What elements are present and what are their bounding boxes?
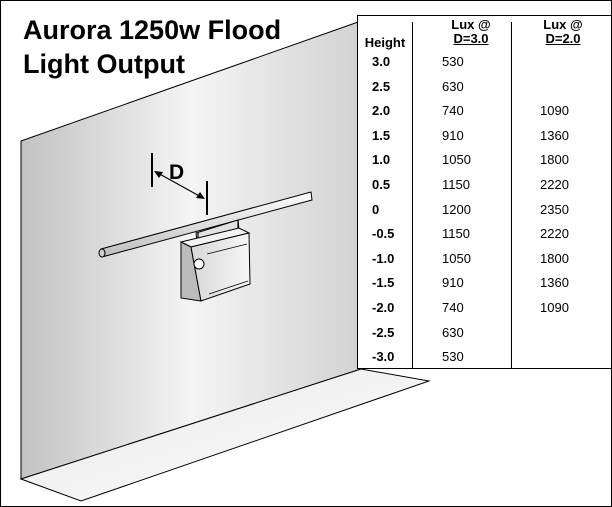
row-height: 3.0	[372, 54, 391, 69]
header-lux-d3-line1: Lux @	[451, 17, 491, 32]
header-lux-d2-line2: D=2.0	[545, 31, 581, 46]
row-lux-d3: 630	[442, 79, 464, 94]
header-height-text: Height	[364, 35, 406, 50]
row-lux-d2: 1090	[540, 103, 569, 118]
dimension-arrow-left	[154, 171, 163, 178]
row-lux-d3: 1150	[442, 226, 470, 241]
dimension-arrow-right	[196, 192, 205, 199]
header-lux-d2: Lux @ D=2.0	[514, 17, 611, 46]
row-height: -0.5	[372, 226, 395, 241]
lux-output-table: Height Lux @ D=3.0 Lux @ D=2.0 3.0 530 2.5…	[357, 15, 611, 369]
row-lux-d2: 1800	[540, 152, 569, 167]
header-lux-d3: Lux @ D=3.0	[428, 18, 514, 46]
row-lux-d3: 1150	[442, 177, 470, 192]
row-lux-d3: 740	[442, 300, 464, 315]
pivot-knob	[193, 258, 205, 270]
row-height: -1.0	[372, 251, 395, 266]
row-height: 1.0	[372, 152, 391, 167]
header-height: Height	[358, 36, 412, 50]
row-lux-d3: 740	[442, 103, 464, 118]
flood-light-lens-edge	[206, 243, 248, 255]
row-lux-d3: 530	[442, 54, 464, 69]
row-lux-d3: 630	[442, 325, 464, 340]
page-title-line-2: Light Output	[23, 49, 185, 79]
row-height: 0.5	[372, 177, 391, 192]
rail-end-cap	[98, 248, 106, 258]
row-height: 1.5	[372, 128, 391, 143]
row-height: -2.5	[372, 325, 395, 340]
row-lux-d2: 2350	[540, 202, 569, 217]
column-divider-1	[412, 22, 413, 368]
row-height: 0	[372, 202, 380, 217]
row-lux-d3: 1050	[442, 251, 471, 266]
row-lux-d2: 1090	[540, 300, 569, 315]
column-divider-2	[511, 22, 512, 368]
row-height: 2.5	[372, 79, 391, 94]
distance-label: D	[169, 161, 185, 184]
row-height: -1.5	[372, 275, 395, 290]
row-lux-d3: 910	[442, 275, 464, 290]
row-lux-d2: 1360	[540, 128, 569, 143]
flood-light-face	[190, 232, 251, 302]
row-lux-d2: 2220	[540, 226, 569, 241]
page-title-line-1: Aurora 1250w Flood	[23, 15, 282, 45]
header-lux-d3-line2: D=3.0	[453, 31, 489, 46]
row-lux-d2: 1360	[540, 275, 569, 290]
row-lux-d2: 1800	[540, 251, 569, 266]
row-lux-d2: 2220	[540, 177, 569, 192]
row-lux-d3: 1050	[442, 152, 471, 167]
row-lux-d3: 1200	[442, 202, 471, 217]
row-height: -2.0	[372, 300, 395, 315]
flood-light-lens-edge-2	[208, 280, 249, 295]
row-lux-d3: 910	[442, 128, 464, 143]
dimension-line	[155, 171, 204, 199]
row-height: -3.0	[372, 349, 395, 364]
floor-panel	[19, 368, 431, 502]
row-height: 2.0	[372, 103, 391, 118]
header-lux-d2-line1: Lux @	[543, 17, 583, 32]
row-lux-d3: 530	[442, 349, 464, 364]
